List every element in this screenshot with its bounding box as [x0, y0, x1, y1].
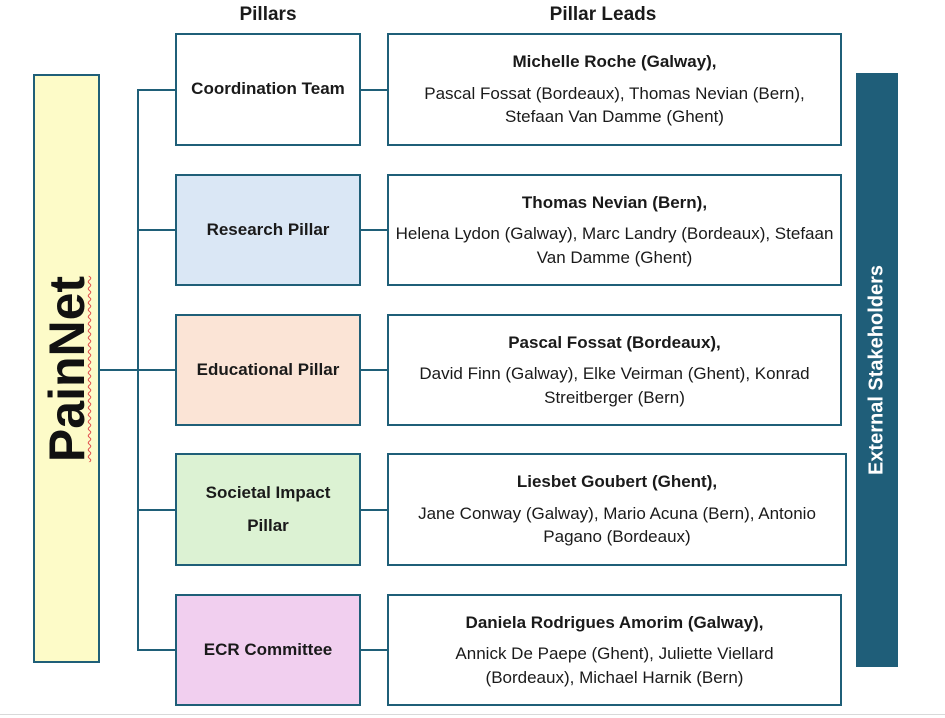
external-stakeholders-bar: External Stakeholders [856, 73, 898, 667]
branch-connector-coordination [137, 89, 175, 91]
leads-research: Thomas Nevian (Bern), Helena Lydon (Galw… [387, 174, 842, 286]
lead-others: Annick De Paepe (Ghent), Juliette Viella… [455, 644, 774, 687]
lead-connector-educational [361, 369, 387, 371]
pillar-research: Research Pillar [175, 174, 361, 286]
leads-societal-impact: Liesbet Goubert (Ghent), Jane Conway (Ga… [387, 453, 847, 566]
branch-connector-societal [137, 509, 175, 511]
lead-connector-ecr [361, 649, 387, 651]
pillar-educational: Educational Pillar [175, 314, 361, 426]
pillar-label: Research Pillar [206, 219, 330, 239]
root-connector [100, 369, 138, 371]
lead-primary: Daniela Rodrigues Amorim (Galway), [465, 612, 764, 632]
pillar-label: ECR Committee [203, 639, 333, 659]
leads-educational: Pascal Fossat (Bordeaux), David Finn (Ga… [387, 314, 842, 426]
branch-connector-ecr [137, 649, 175, 651]
pillars-header: Pillars [239, 4, 297, 25]
lead-others: Jane Conway (Galway), Mario Acuna (Bern)… [418, 503, 816, 547]
lead-others: Helena Lydon (Galway), Marc Landry (Bord… [395, 224, 834, 267]
pillar-ecr-committee: ECR Committee [175, 594, 361, 706]
lead-primary: Liesbet Goubert (Ghent), [516, 472, 718, 492]
lead-primary: Thomas Nevian (Bern), [521, 192, 708, 212]
leads-ecr-committee: Daniela Rodrigues Amorim (Galway), Annic… [387, 594, 842, 706]
pillar-label: Coordination Team [191, 79, 345, 99]
lead-connector-societal [361, 509, 387, 511]
pillar-label: Educational Pillar [196, 359, 340, 379]
painnet-label: PainNet [38, 275, 95, 462]
bottom-divider [0, 714, 945, 715]
lead-primary: Pascal Fossat (Bordeaux), [508, 332, 721, 352]
branch-connector-research [137, 229, 175, 231]
pillar-label: Societal Impact Pillar [205, 483, 331, 535]
lead-others: David Finn (Galway), Elke Veirman (Ghent… [419, 364, 810, 407]
lead-others: Pascal Fossat (Bordeaux), Thomas Nevian … [424, 83, 805, 127]
pillar-societal-impact: Societal Impact Pillar [175, 453, 361, 566]
lead-connector-research [361, 229, 387, 231]
leads-coordination-team: Michelle Roche (Galway), Pascal Fossat (… [387, 33, 842, 146]
lead-primary: Michelle Roche (Galway), [512, 52, 717, 72]
lead-connector-coordination [361, 89, 387, 91]
pillar-coordination-team: Coordination Team [175, 33, 361, 146]
external-stakeholders-label: External Stakeholders [865, 264, 888, 476]
painnet-box: PainNet [33, 74, 100, 663]
branch-connector-educational [137, 369, 175, 371]
pillar-leads-header: Pillar Leads [549, 4, 657, 25]
